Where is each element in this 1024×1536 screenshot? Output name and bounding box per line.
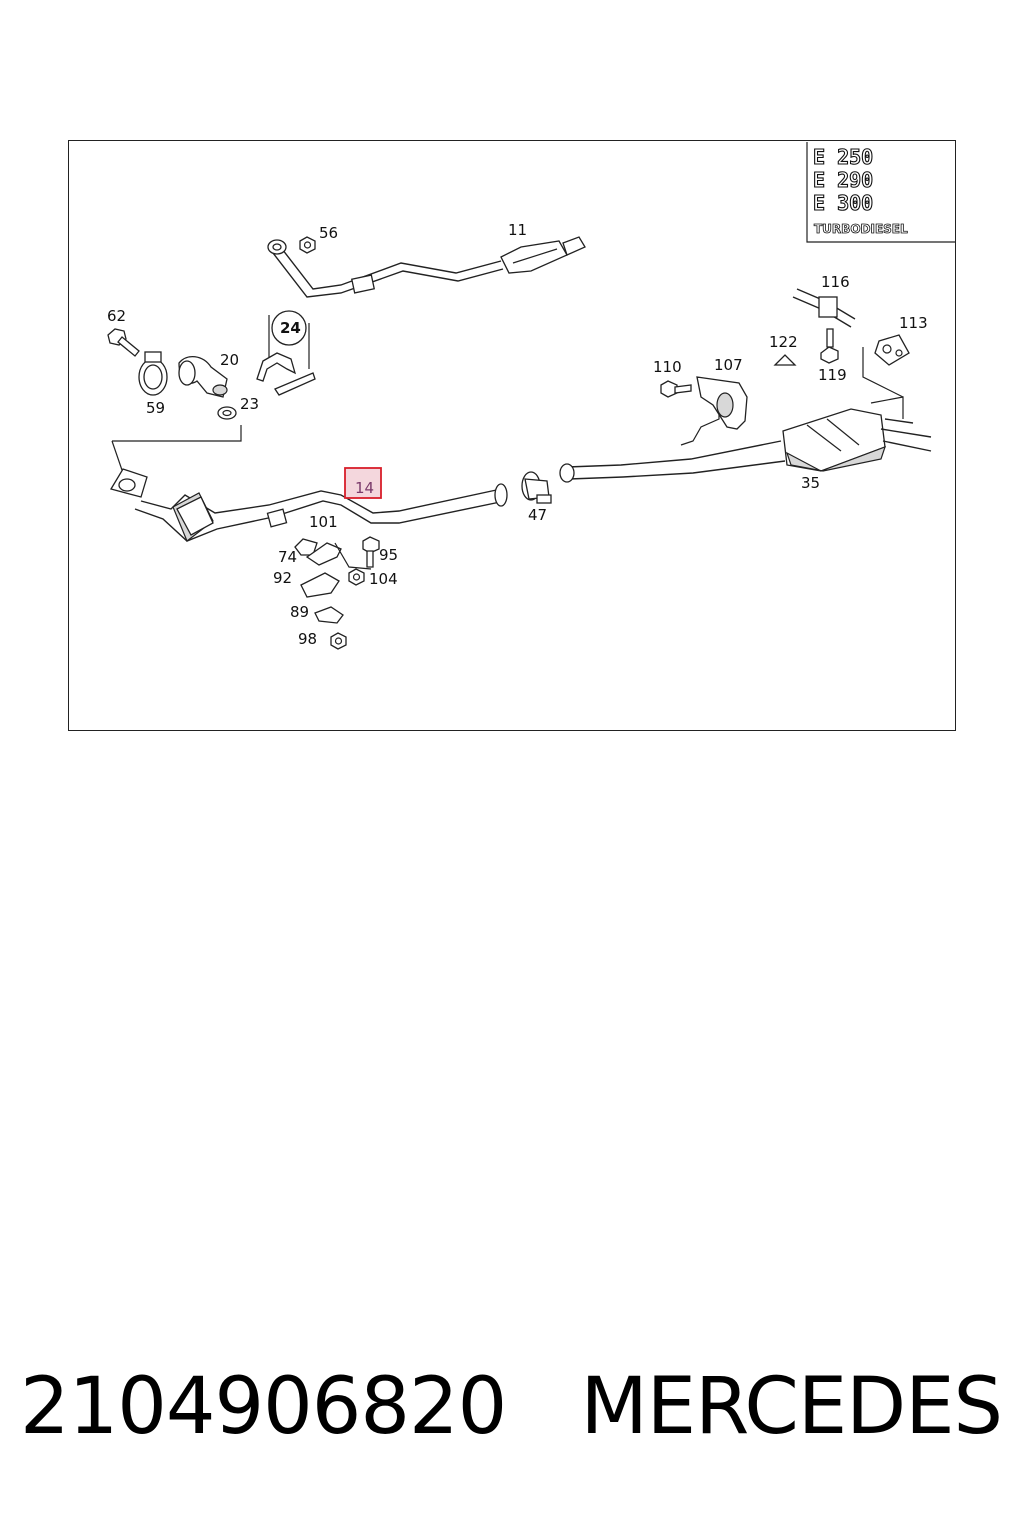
leader-left-assembly xyxy=(112,425,242,442)
callout-104: 104 xyxy=(369,570,398,588)
callout-110: 110 xyxy=(653,358,682,376)
callout-116: 116 xyxy=(821,273,850,291)
part-113-rubber-mount xyxy=(874,334,910,366)
callout-92: 92 xyxy=(273,569,292,587)
model-line-1: E 250 xyxy=(813,145,873,169)
callout-11: 11 xyxy=(508,221,527,239)
footer: 2104906820 MERCEDES xyxy=(0,1362,1024,1472)
callout-14: 14 xyxy=(355,479,374,497)
callout-labels: 56 11 62 24 20 59 23 14 47 101 74 95 92 … xyxy=(107,221,928,648)
part-122-clip xyxy=(773,354,797,366)
callout-56: 56 xyxy=(319,224,338,242)
callout-20: 20 xyxy=(220,351,239,369)
part-35-rear-muffler xyxy=(559,408,932,483)
part-98-nut xyxy=(330,632,347,650)
part-11-front-pipe-with-catalyst xyxy=(267,236,586,298)
diagram-frame: E 250 E 290 E 300 TURBODIESEL xyxy=(68,140,956,731)
part-62-bolt xyxy=(107,328,140,357)
model-line-2: E 290 xyxy=(813,168,873,192)
callout-74: 74 xyxy=(278,548,297,566)
callout-107: 107 xyxy=(714,356,743,374)
model-line-3: E 300 xyxy=(813,191,873,215)
part-74-clip xyxy=(294,538,318,556)
part-116-rear-hanger xyxy=(792,288,856,328)
part-110-bolt xyxy=(660,380,692,398)
callout-122: 122 xyxy=(769,333,798,351)
part-92-mount xyxy=(300,572,340,598)
part-14-front-exhaust-pipe xyxy=(109,468,508,542)
callout-95: 95 xyxy=(379,546,398,564)
highlight-box-14 xyxy=(344,467,382,499)
callout-89: 89 xyxy=(290,603,309,621)
callout-47: 47 xyxy=(528,506,547,524)
part-104-nut xyxy=(348,568,365,586)
callout-23: 23 xyxy=(240,395,259,413)
part-24-bracket-set xyxy=(256,310,316,396)
callout-24: 24 xyxy=(280,319,301,337)
callout-119: 119 xyxy=(818,366,847,384)
callout-113: 113 xyxy=(899,314,928,332)
part-20-elbow-pipe xyxy=(178,356,228,398)
exhaust-diagram: E 250 E 290 E 300 TURBODIESEL xyxy=(107,142,956,650)
model-box: E 250 E 290 E 300 TURBODIESEL xyxy=(806,142,956,243)
part-107-hanger-bracket xyxy=(696,376,748,430)
callout-101: 101 xyxy=(309,513,338,531)
part-23-gasket xyxy=(217,406,237,420)
part-119-screw xyxy=(820,328,839,364)
part-59-clamp xyxy=(138,351,168,396)
part-89-rubber-mount xyxy=(314,606,344,624)
brand-name: MERCEDES xyxy=(580,1362,1003,1452)
leader-bracket-hardware xyxy=(334,542,372,570)
part-95-bolt xyxy=(362,536,380,568)
leader-hanger-107 xyxy=(680,411,720,446)
part-47-clamp xyxy=(521,471,552,504)
callout-62: 62 xyxy=(107,307,126,325)
callout-35: 35 xyxy=(801,474,820,492)
callout-59: 59 xyxy=(146,399,165,417)
part-101-bracket xyxy=(305,542,342,566)
callout-98: 98 xyxy=(298,630,317,648)
model-subtitle: TURBODIESEL xyxy=(814,222,908,236)
part-56-nut xyxy=(299,236,316,254)
part-number: 2104906820 xyxy=(20,1362,507,1452)
leader-rear-hanger xyxy=(862,347,904,398)
leader-left-flange xyxy=(111,440,124,474)
